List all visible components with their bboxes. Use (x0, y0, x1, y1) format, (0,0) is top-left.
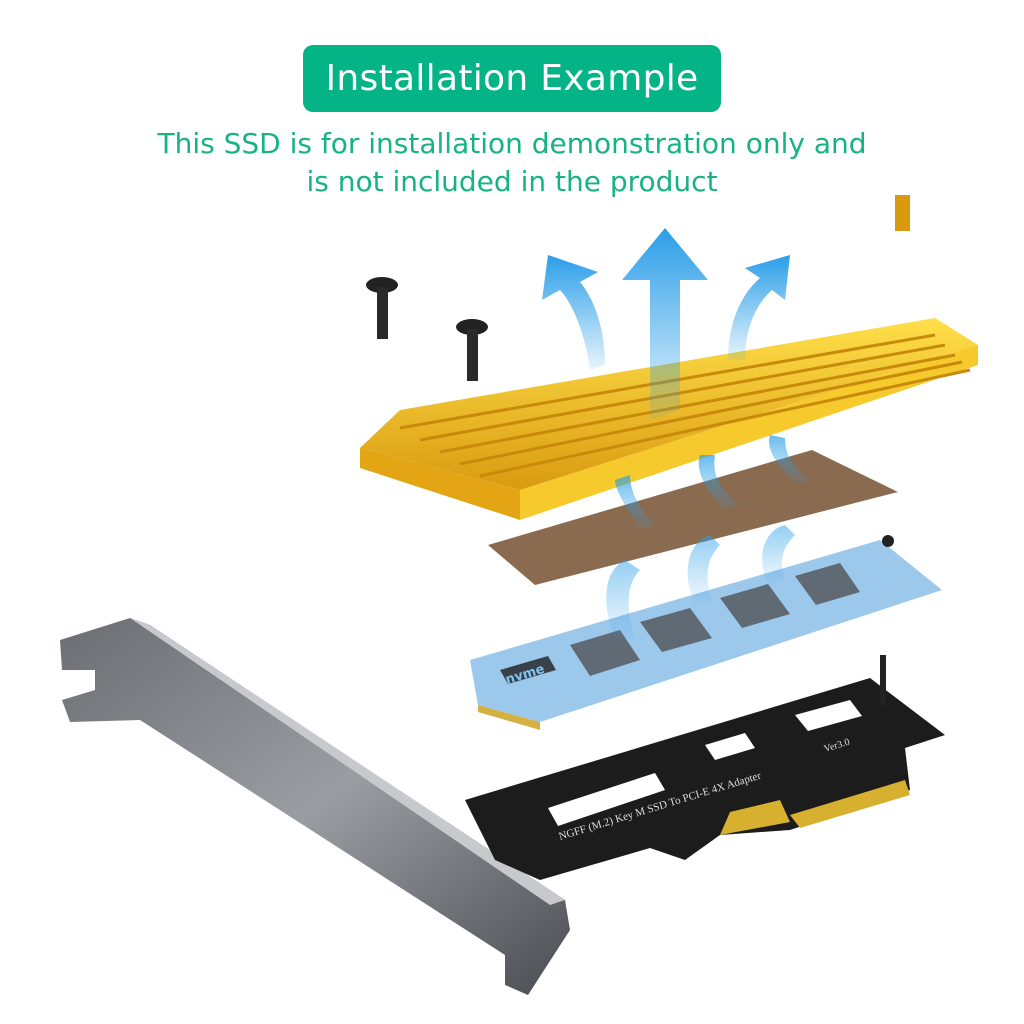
standoff-post (880, 655, 886, 705)
gold-fingers-left (720, 800, 790, 835)
subtitle: This SSD is for installation demonstrati… (0, 125, 1024, 201)
thermal-pad (488, 450, 898, 585)
ssd-screw (882, 535, 894, 547)
pci-bracket (60, 618, 570, 995)
arrow-up-right-icon (728, 255, 790, 360)
page-title: Installation Example (325, 58, 699, 99)
subtitle-line-1: This SSD is for installation demonstrati… (157, 127, 867, 160)
gold-fingers-right (790, 780, 910, 828)
m2-ssd: nvme (470, 540, 942, 730)
subtitle-line-2: is not included in the product (306, 165, 718, 198)
screw-2 (456, 319, 488, 381)
heat-arrows (542, 228, 812, 640)
title-badge: Installation Example (303, 45, 721, 112)
arrow-up-left-icon (542, 255, 605, 370)
gold-standoff (895, 195, 910, 231)
adapter-pcb: NGFF (M.2) Key M SSD To PCI-E 4X Adapter… (465, 655, 945, 880)
screw-1 (366, 277, 398, 339)
arrow-up-icon (622, 228, 708, 420)
